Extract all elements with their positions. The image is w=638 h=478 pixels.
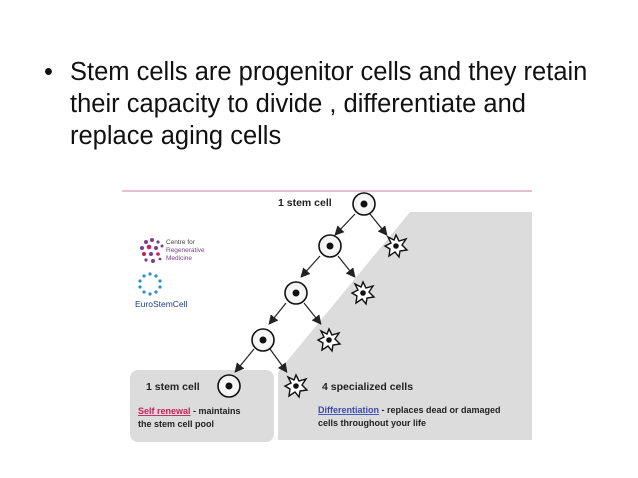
specialized-cell-icon	[350, 280, 376, 306]
division-arrows	[234, 213, 388, 373]
stem-cell-icon	[352, 192, 376, 216]
top-accent-band	[122, 190, 532, 192]
crm-dots-icon	[140, 238, 164, 263]
self-renewal-count-label: 1 stem cell	[146, 381, 200, 393]
stem-cell-icon	[284, 281, 308, 305]
self-renewal-description: Self renewal - maintains	[138, 406, 241, 416]
eurostemcell-logo-text: EuroStemCell	[135, 299, 188, 309]
specialized-cell-icon	[283, 373, 309, 399]
specialized-cell-icon	[383, 233, 409, 259]
differentiation-count-label: 4 specialized cells	[322, 381, 413, 393]
specialized-cell-icon	[316, 327, 342, 353]
differentiation-panel	[278, 212, 532, 440]
specialized-cell-icons	[283, 233, 409, 399]
crm-logo-line3: Medicine	[166, 255, 192, 262]
bullet-marker: •	[44, 58, 53, 86]
crm-logo: Centre for Regenerative Medicine	[140, 238, 205, 263]
top-stem-cell-label: 1 stem cell	[278, 197, 332, 209]
bullet-item: • Stem cells are progenitor cells and th…	[44, 56, 614, 152]
crm-logo-line2: Regenerative	[166, 247, 205, 254]
self-renewal-desc-line1: - maintains	[191, 406, 241, 416]
self-renewal-desc-line2: the stem cell pool	[138, 419, 214, 429]
bullet-text: Stem cells are progenitor cells and they…	[70, 58, 588, 150]
stem-cell-icon	[217, 374, 241, 398]
differentiation-desc-line2: cells throughout your life	[318, 418, 426, 428]
eurostemcell-ring-icon	[138, 272, 162, 296]
stem-cell-icon	[318, 234, 342, 258]
slide-body-text: • Stem cells are progenitor cells and th…	[44, 56, 614, 152]
differentiation-description: Differentiation - replaces dead or damag…	[318, 405, 501, 415]
differentiation-desc-line1: - replaces dead or damaged	[379, 405, 501, 415]
eurostemcell-logo: EuroStemCell	[135, 272, 188, 309]
stem-cell-icons	[217, 192, 376, 398]
stem-cell-icon	[251, 328, 275, 352]
differentiation-term: Differentiation	[318, 405, 379, 415]
crm-logo-line1: Centre for	[166, 239, 196, 246]
self-renewal-term: Self renewal	[138, 406, 191, 416]
